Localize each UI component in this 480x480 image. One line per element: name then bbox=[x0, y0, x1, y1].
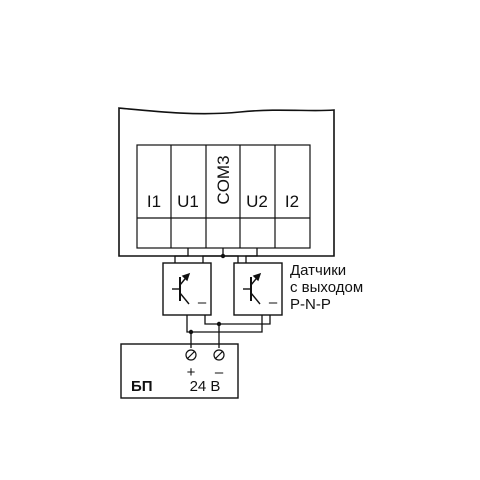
psu-plus-label: + bbox=[187, 364, 196, 381]
psu-minus-label: – bbox=[215, 364, 224, 381]
terminal-label-com3: COM3 bbox=[214, 155, 233, 204]
sensor-2-transistor-arrow bbox=[252, 272, 262, 282]
psu-minus-terminal-screw bbox=[213, 349, 225, 361]
sensor-1-transistor-arrow bbox=[181, 272, 191, 282]
terminal-label-u2: U2 bbox=[246, 192, 268, 211]
sensor-2-minus-label: – bbox=[269, 294, 278, 311]
wire-u2-sensor-2 bbox=[245, 248, 258, 263]
psu-terminals bbox=[185, 349, 225, 361]
device-housing bbox=[118, 107, 335, 257]
wire-junctions bbox=[188, 253, 226, 335]
terminal-label-i1: I1 bbox=[147, 192, 161, 211]
power-supply bbox=[120, 343, 239, 399]
psu-voltage: 24 В bbox=[190, 378, 221, 395]
psu-plus-terminal-screw bbox=[185, 349, 197, 361]
device-body bbox=[118, 107, 335, 257]
sensor-note-line-2: с выходом bbox=[290, 279, 363, 296]
junction-plus bbox=[188, 329, 194, 335]
wire-com3-sensor-2 bbox=[223, 255, 239, 263]
psu-minus-screw-slot bbox=[214, 350, 224, 360]
sensor-note-line-1: Датчики bbox=[290, 262, 346, 279]
power-supply-box bbox=[120, 343, 239, 399]
wire-u1-sensor-1 bbox=[174, 248, 189, 263]
psu-name: БП bbox=[131, 378, 153, 395]
terminal-label-i2: I2 bbox=[285, 192, 299, 211]
junction-minus bbox=[216, 321, 222, 327]
sensor-2-transistor-emitter bbox=[250, 292, 261, 305]
sensor-note-line-3: P-N-P bbox=[290, 296, 331, 313]
sensor-1-minus-label: – bbox=[198, 294, 207, 311]
junction-com3 bbox=[220, 253, 226, 259]
wire-sensors-minus-bus bbox=[204, 315, 271, 325]
psu-plus-screw-slot bbox=[186, 350, 196, 360]
sensor-1-transistor-emitter bbox=[179, 292, 190, 305]
sensor-2 bbox=[233, 262, 283, 316]
wire-com3-sensor-1 bbox=[202, 248, 224, 263]
terminal-label-u1: U1 bbox=[177, 192, 199, 211]
sensor-2-box bbox=[233, 262, 283, 316]
